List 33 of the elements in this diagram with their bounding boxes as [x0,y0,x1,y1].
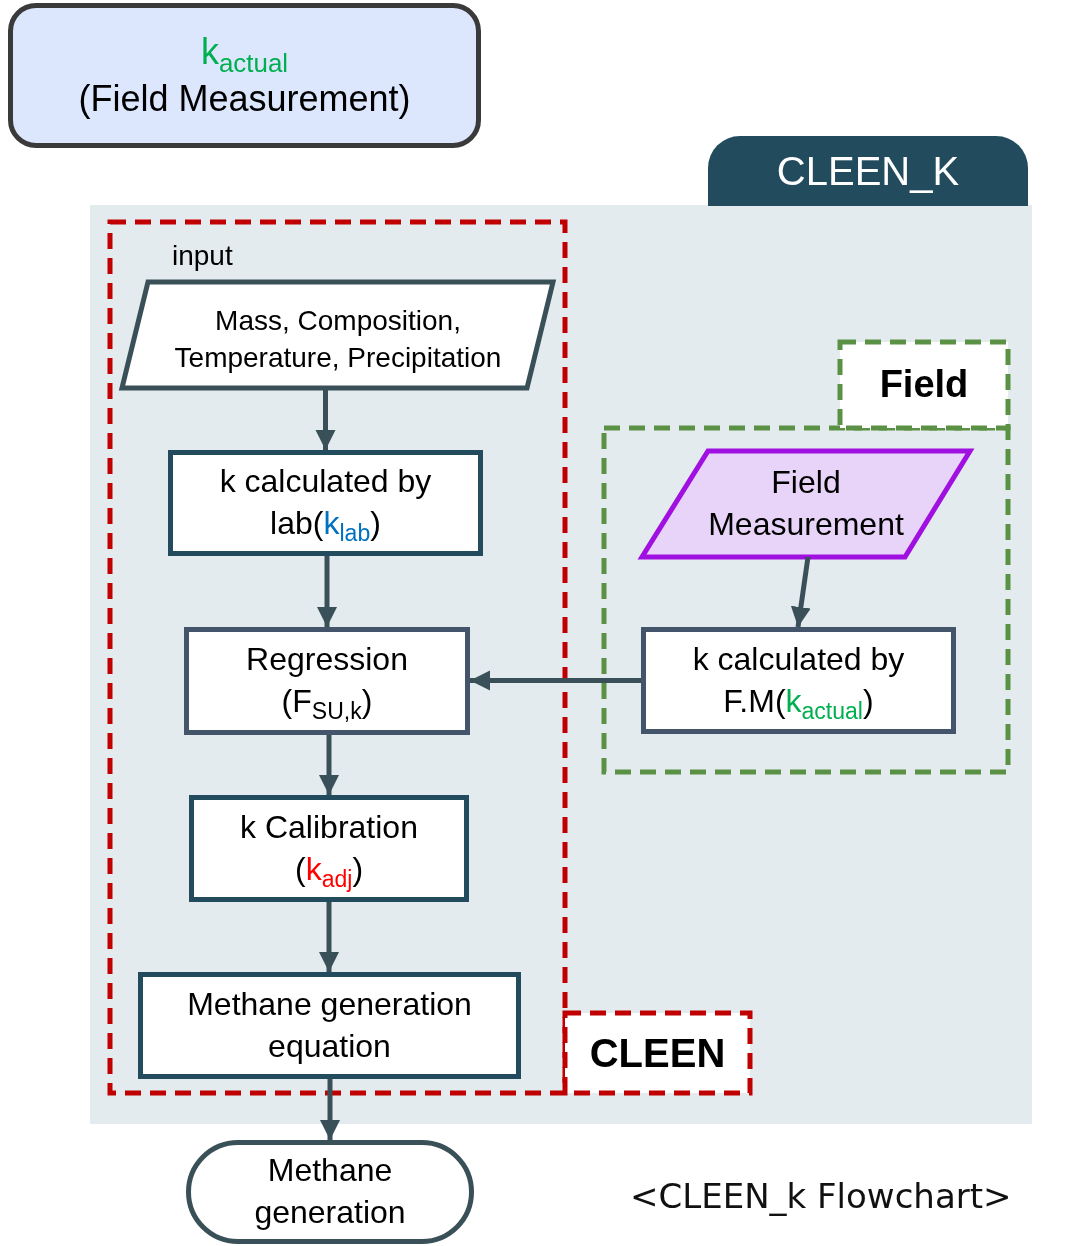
arrow [790,556,811,628]
arrow [315,388,336,450]
rounded-box [8,3,481,148]
node-text: (F$_{SU,k}$) [281,682,373,723]
node-text: Regression [246,640,408,680]
arrow [319,735,339,795]
node-text: Field Measurement [707,463,905,544]
arrow [320,1079,340,1140]
caption: <CLEEN_k Flowchart> [630,1176,1012,1216]
node-text: (Field Measurement) [78,76,411,121]
process-box [641,627,956,734]
node-text: Methane generation equation [186,984,473,1066]
process-box [168,450,483,556]
arrow [319,902,339,972]
process-box [189,795,469,902]
node-text: k$_{actual}$ [200,29,289,76]
node-text: Methane generation [253,1151,407,1232]
node-text: k calculated by lab(k$_{lab}$) [218,462,433,545]
node-text: k Calibration [240,807,418,847]
panel [90,136,1032,1124]
process-box [184,627,470,735]
arrow [470,670,641,691]
heading-label: input [172,239,233,273]
arrow [317,556,337,627]
node-text: (k$_{adj}$) [294,849,364,891]
node-text: k calculated by F.M(k$_{actual}$) [691,639,906,723]
process-box [138,972,521,1079]
group-label: Field [879,362,969,408]
node-text: Mass, Composition, Temperature, Precipitation [173,304,503,375]
dashed-group [602,340,1011,775]
panel-title: CLEEN_K [776,148,960,195]
data-parallelogram [638,448,974,560]
group-label: CLEEN [589,1030,726,1077]
